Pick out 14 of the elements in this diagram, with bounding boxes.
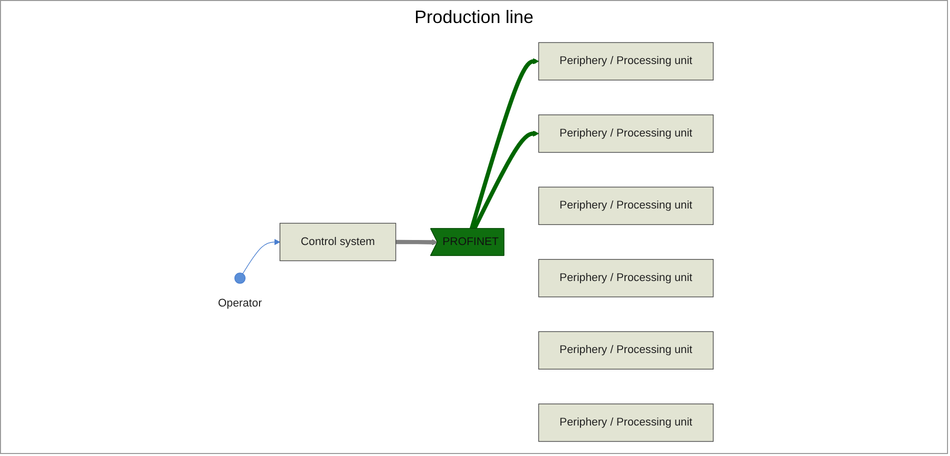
node-box: Control system bbox=[280, 222, 396, 261]
node-box: Periphery / Processing unit bbox=[538, 403, 714, 442]
arrow bbox=[242, 238, 280, 274]
diagram-title: Production line bbox=[414, 7, 534, 28]
node-box: Periphery / Processing unit bbox=[538, 42, 714, 80]
node-box: Periphery / Processing unit bbox=[538, 258, 714, 297]
node-box: Periphery / Processing unit bbox=[538, 186, 714, 224]
arrow bbox=[472, 130, 539, 230]
node-box: Periphery / Processing unit bbox=[538, 330, 714, 370]
arrow bbox=[470, 58, 539, 229]
node-box: Periphery / Processing unit bbox=[538, 114, 714, 152]
node-label: Operator bbox=[218, 296, 262, 309]
arrow bbox=[396, 238, 438, 245]
node-circle bbox=[234, 272, 246, 284]
